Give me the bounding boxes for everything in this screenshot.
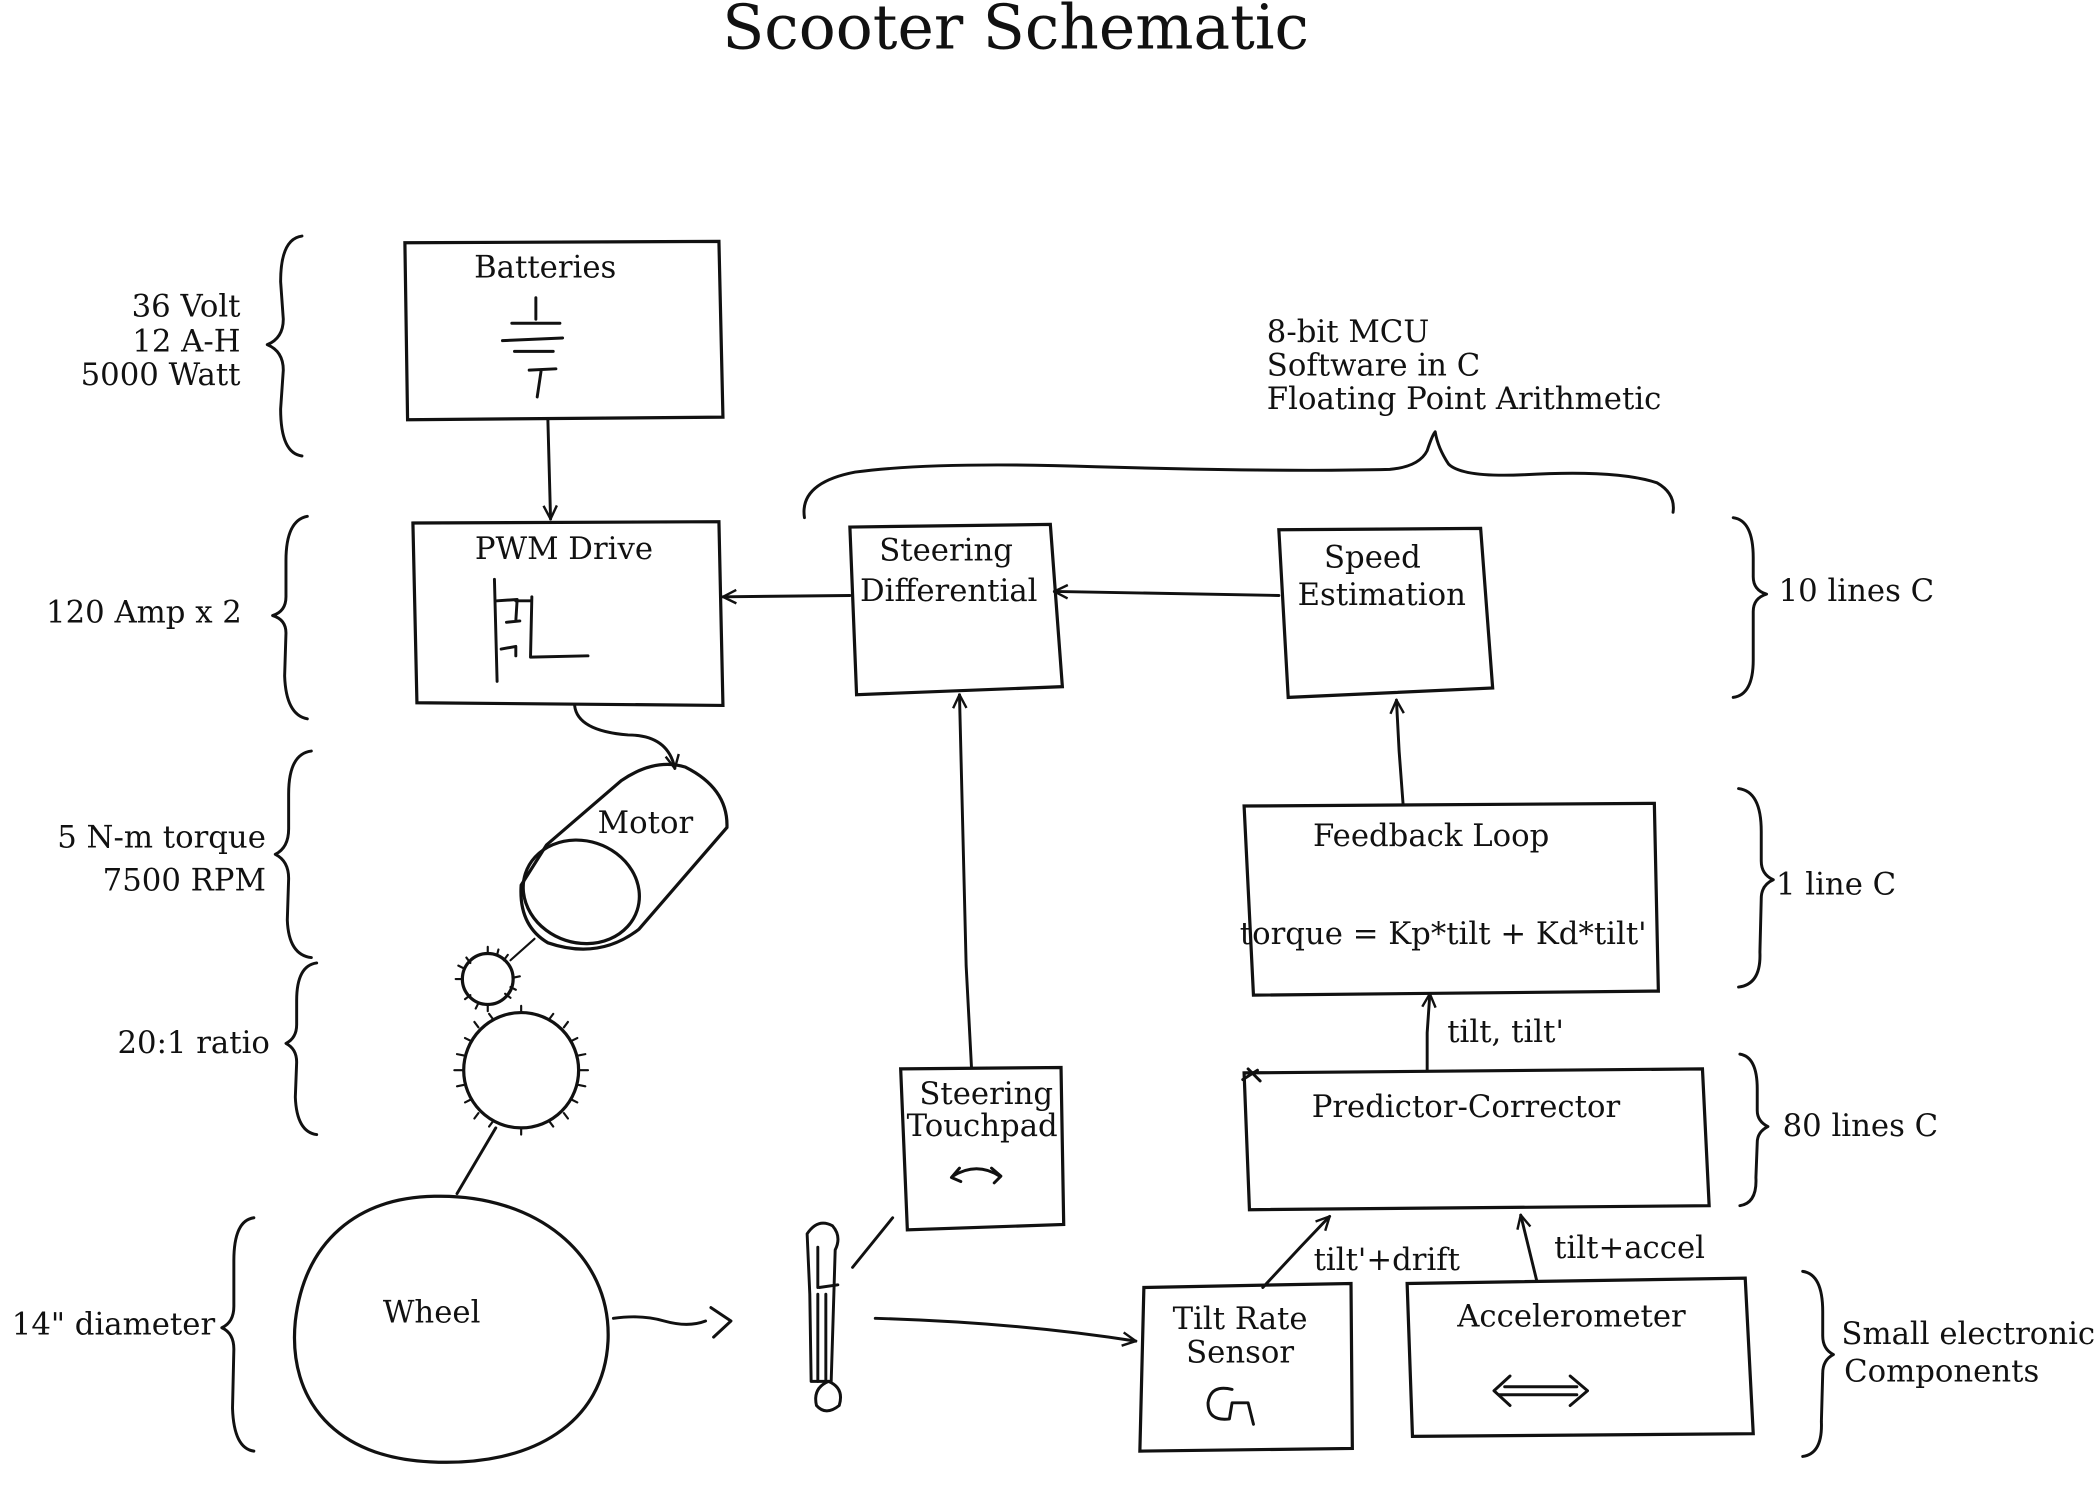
speed-estimation-block: Speed Estimation bbox=[1277, 526, 1495, 700]
pwm-drive-block: PWM Drive bbox=[411, 520, 725, 708]
battery-voltage-note: 36 Volt bbox=[132, 288, 242, 324]
speed-estimation-label-1: Speed bbox=[1324, 539, 1421, 575]
gear-to-wheel-link bbox=[455, 1126, 498, 1196]
rider-to-tilt-sensor-arrow bbox=[873, 1316, 1136, 1341]
sensors-note-2: Components bbox=[1844, 1353, 2039, 1389]
steering-touchpad-label-1: Steering bbox=[919, 1076, 1053, 1112]
left-braces bbox=[220, 234, 319, 1453]
differential-to-pwm-arrow bbox=[721, 595, 852, 596]
tilt-rate-to-predictor-arrow bbox=[1261, 1216, 1330, 1289]
motor-label: Motor bbox=[598, 805, 694, 841]
feedback-loop-block: Feedback Loop torque = Kp*tilt + Kd*tilt… bbox=[1240, 801, 1660, 997]
top-blocks-code-note: 10 lines C bbox=[1779, 573, 1935, 609]
touchpad-to-differential-arrow bbox=[959, 695, 973, 1070]
rider-figure-icon bbox=[805, 1216, 895, 1413]
predictor-code-note: 80 lines C bbox=[1783, 1108, 1939, 1144]
pwm-drive-label: PWM Drive bbox=[475, 531, 653, 567]
tilt-rate-sensor-label-2: Sensor bbox=[1186, 1335, 1294, 1371]
gear-ratio-note: 20:1 ratio bbox=[117, 1025, 269, 1061]
mcu-note: 8-bit MCU bbox=[1267, 314, 1429, 350]
left-right-swipe-icon bbox=[949, 1166, 1003, 1185]
wheel-diameter-note: 14" diameter bbox=[12, 1306, 216, 1342]
battery-symbol-icon bbox=[500, 296, 565, 399]
pwm-current-note: 120 Amp x 2 bbox=[46, 594, 242, 630]
wheel-label: Wheel bbox=[383, 1294, 481, 1330]
accel-signal-label: tilt+accel bbox=[1554, 1230, 1705, 1266]
accel-to-predictor-arrow bbox=[1521, 1215, 1539, 1283]
gear-train-icon bbox=[453, 937, 590, 1136]
pwm-to-motor-arrow bbox=[573, 703, 675, 768]
steering-differential-block: Steering Differential bbox=[848, 522, 1065, 697]
wheel-motion-arrow bbox=[611, 1306, 733, 1339]
steering-touchpad-block: Steering Touchpad bbox=[898, 1065, 1066, 1232]
double-arrow-icon bbox=[1492, 1374, 1590, 1407]
batteries-to-pwm-arrow bbox=[548, 418, 551, 519]
feedback-code-note: 1 line C bbox=[1776, 866, 1896, 902]
predictor-feedback-tick bbox=[1241, 1067, 1262, 1083]
battery-capacity-note: 12 A-H bbox=[132, 323, 240, 359]
batteries-block: Batteries bbox=[403, 239, 725, 422]
software-note: Software in C bbox=[1267, 347, 1480, 383]
gyro-symbol-icon bbox=[1206, 1386, 1255, 1426]
wheel-block: Wheel bbox=[292, 1194, 610, 1464]
tilt-signal-label: tilt, tilt' bbox=[1447, 1014, 1564, 1050]
steering-differential-label-2: Differential bbox=[860, 573, 1037, 609]
floating-point-note: Floating Point Arithmetic bbox=[1267, 381, 1662, 417]
mosfet-symbol-icon bbox=[492, 577, 590, 683]
accelerometer-block: Accelerometer bbox=[1405, 1276, 1755, 1438]
right-braces bbox=[802, 430, 1835, 1458]
feedback-equation: torque = Kp*tilt + Kd*tilt' bbox=[1240, 916, 1647, 952]
sensors-note-1: Small electronic bbox=[1841, 1316, 2095, 1352]
accelerometer-label: Accelerometer bbox=[1456, 1298, 1686, 1334]
batteries-label: Batteries bbox=[474, 250, 616, 286]
motor-torque-note: 5 N-m torque bbox=[57, 820, 266, 856]
steering-differential-label-1: Steering bbox=[879, 533, 1013, 569]
diagram-title: Scooter Schematic bbox=[722, 0, 1309, 63]
signal-arrows bbox=[455, 418, 1539, 1341]
motor-block: Motor bbox=[519, 762, 729, 951]
feedback-to-speed-arrow bbox=[1396, 700, 1403, 807]
speed-estimation-label-2: Estimation bbox=[1298, 577, 1466, 613]
speed-to-differential-arrow bbox=[1054, 591, 1281, 595]
tilt-rate-signal-label: tilt'+drift bbox=[1314, 1242, 1461, 1278]
feedback-loop-label: Feedback Loop bbox=[1313, 818, 1549, 854]
steering-touchpad-label-2: Touchpad bbox=[907, 1108, 1058, 1144]
predictor-to-feedback-arrow bbox=[1427, 994, 1430, 1072]
tilt-rate-sensor-label-1: Tilt Rate bbox=[1173, 1301, 1308, 1337]
battery-power-note: 5000 Watt bbox=[81, 357, 242, 393]
predictor-corrector-label: Predictor-Corrector bbox=[1312, 1089, 1621, 1125]
tilt-rate-sensor-block: Tilt Rate Sensor bbox=[1138, 1281, 1354, 1453]
motor-rpm-note: 7500 RPM bbox=[103, 862, 266, 898]
predictor-corrector-block: Predictor-Corrector bbox=[1242, 1067, 1711, 1212]
